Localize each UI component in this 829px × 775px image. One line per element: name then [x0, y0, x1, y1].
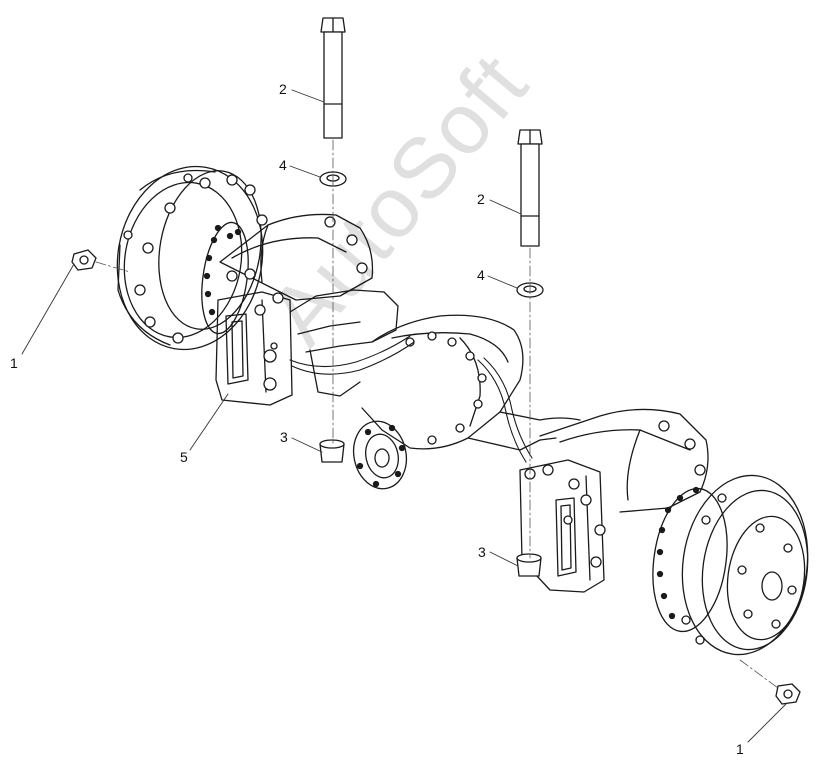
callout-1-right: 1 — [736, 741, 744, 757]
centerlines — [95, 139, 779, 689]
callout-3-left: 3 — [280, 429, 288, 445]
callout-3-right: 3 — [478, 544, 486, 560]
right-wheel-hub — [652, 474, 809, 656]
callout-5: 5 — [180, 449, 188, 465]
callout-2-right: 2 — [477, 191, 485, 207]
wheel-nut-left — [71, 249, 97, 271]
callout-1-left: 1 — [10, 355, 18, 371]
right-housing — [467, 408, 709, 593]
callout-4-right: 4 — [477, 267, 485, 283]
nut-right — [516, 553, 542, 577]
nut-left — [319, 439, 345, 463]
callout-2-left: 2 — [279, 81, 287, 97]
left-wheel-hub — [116, 165, 268, 351]
differential-housing — [289, 314, 533, 490]
leader-lines — [21, 89, 787, 743]
callout-4-left: 4 — [279, 157, 287, 173]
wheel-nut-right — [775, 683, 801, 705]
bolt-right — [517, 129, 543, 247]
bolt-left — [320, 17, 346, 139]
left-housing — [215, 213, 399, 406]
